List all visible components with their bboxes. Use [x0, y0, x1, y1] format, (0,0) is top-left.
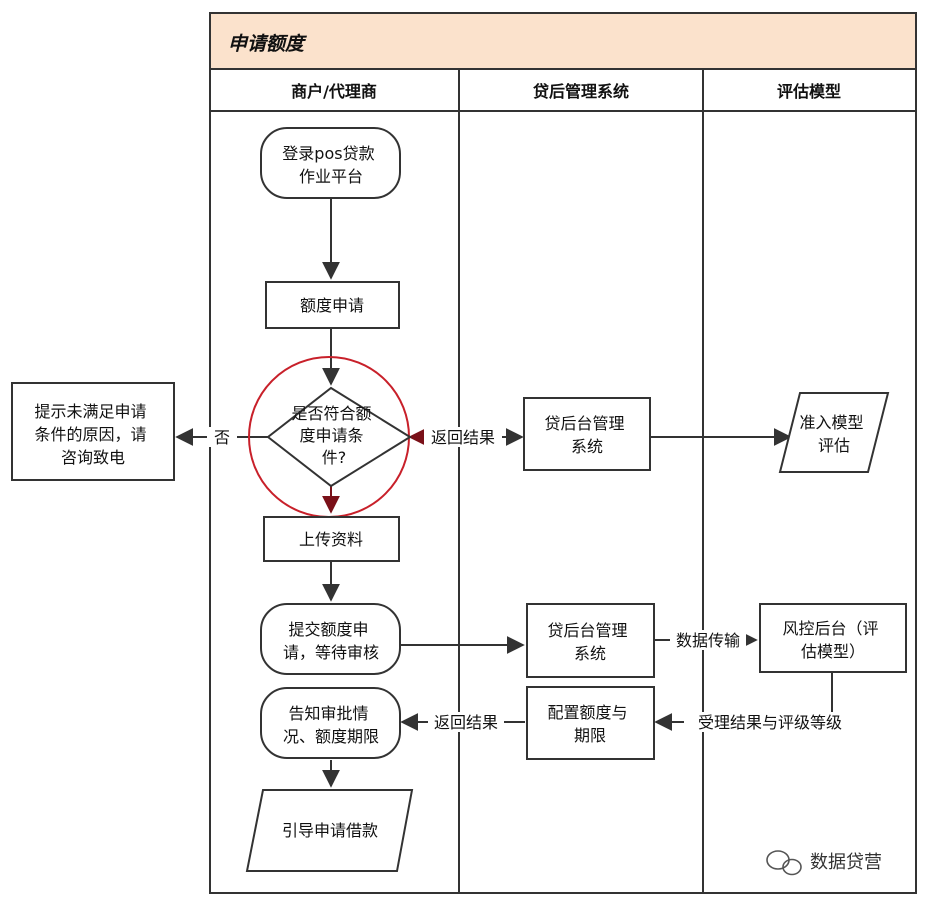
svg-text:贷后台管理 系统: 贷后台管理 系统: [547, 621, 632, 663]
node-upload-label: 上传资料: [299, 530, 363, 549]
node-apply-label: 额度申请: [300, 296, 364, 315]
svg-text:贷后台管理 系统: 贷后台管理 系统: [544, 414, 629, 456]
svg-text:准入模型 评估: 准入模型 评估: [799, 413, 868, 455]
node-admit-model: 准入模型 评估: [778, 392, 890, 473]
node-config-line1: 配置额度与: [547, 703, 627, 722]
node-mgmt2: 贷后台管理 系统: [526, 603, 655, 678]
node-reject-line1: 提示未满足申请: [34, 402, 146, 421]
node-submit-line2: 请，等待审核: [283, 643, 379, 662]
node-check-line2: 度申请条: [299, 426, 363, 445]
node-mgmt1: 贷后台管理 系统: [523, 397, 651, 471]
edge-label-no: 否: [214, 428, 230, 447]
node-admit-line2: 评估: [818, 436, 850, 455]
node-config: 配置额度与 期限: [526, 686, 655, 760]
node-login: 登录pos贷款 作业平台: [260, 127, 401, 199]
edge-label-return-1: 返回结果: [431, 428, 495, 447]
node-submit: 提交额度申 请，等待审核: [260, 603, 401, 675]
lane-header-loan-mgmt: 贷后管理系统: [533, 82, 629, 101]
svg-text:配置额度与 期限: 配置额度与 期限: [547, 703, 632, 745]
svg-text:登录pos贷款 作业平台: 登录pos贷款 作业平台: [282, 144, 379, 186]
node-admit-line1: 准入模型: [799, 413, 863, 432]
node-mgmt1-line2: 系统: [571, 437, 603, 456]
node-mgmt1-line1: 贷后台管理: [544, 414, 624, 433]
edge-label-return-2: 返回结果: [434, 713, 498, 732]
node-risk-backend: 风控后台（评 估模型）: [759, 603, 907, 673]
node-guide-label: 引导申请借款: [282, 821, 378, 840]
node-upload: 上传资料: [263, 516, 400, 562]
node-reject-line2: 条件的原因，请: [34, 425, 146, 444]
node-login-line2: 作业平台: [299, 167, 363, 186]
svg-text:告知审批情 况、额度期限: 告知审批情 况、额度期限: [283, 704, 379, 746]
node-risk-line1: 风控后台（评: [782, 619, 878, 638]
diagram-title: 申请额度: [228, 33, 307, 55]
node-check-line3: 件?: [322, 448, 347, 467]
edge-label-process-result: 受理结果与评级等级: [698, 713, 842, 732]
svg-text:是否符合额 度申请条 件?: 是否符合额 度申请条 件?: [291, 404, 376, 467]
watermark-text: 数据贷营: [810, 852, 882, 873]
edge-labels: 否 返回结果 数据传输 受理结果与评级等级 返回结果: [207, 427, 856, 732]
node-reject-message: 提示未满足申请 条件的原因，请 咨询致电: [11, 382, 175, 481]
node-notify-line2: 况、额度期限: [283, 727, 379, 746]
node-login-line1: 登录pos贷款: [282, 144, 374, 163]
svg-text:提交额度申 请，等待审核: 提交额度申 请，等待审核: [283, 620, 379, 662]
node-apply: 额度申请: [265, 281, 400, 329]
node-check-decision: 是否符合额 度申请条 件?: [266, 386, 412, 488]
wechat-icon: [766, 850, 802, 876]
node-notify: 告知审批情 况、额度期限: [260, 687, 401, 759]
svg-text:风控后台（评 估模型）: 风控后台（评 估模型）: [782, 619, 883, 661]
node-notify-line1: 告知审批情: [288, 704, 368, 723]
lane-header-eval-model: 评估模型: [777, 82, 841, 101]
edge-label-data-transfer: 数据传输: [676, 631, 740, 650]
svg-text:提示未满足申请 条件的原因，请 咨询: 提示未满足申请 条件的原因，请 咨询致电: [34, 402, 151, 467]
node-mgmt2-line1: 贷后台管理: [547, 621, 627, 640]
node-reject-line3: 咨询致电: [61, 448, 125, 467]
node-submit-line1: 提交额度申: [288, 620, 368, 639]
title-bar: [209, 12, 917, 70]
node-risk-line2: 估模型）: [801, 642, 865, 661]
lane-header-merchant: 商户/代理商: [291, 82, 377, 101]
node-config-line2: 期限: [574, 726, 606, 745]
node-guide: 引导申请借款: [245, 789, 414, 872]
node-mgmt2-line2: 系统: [574, 644, 606, 663]
node-check-line1: 是否符合额: [291, 404, 371, 423]
watermark: 数据贷营: [766, 850, 882, 876]
